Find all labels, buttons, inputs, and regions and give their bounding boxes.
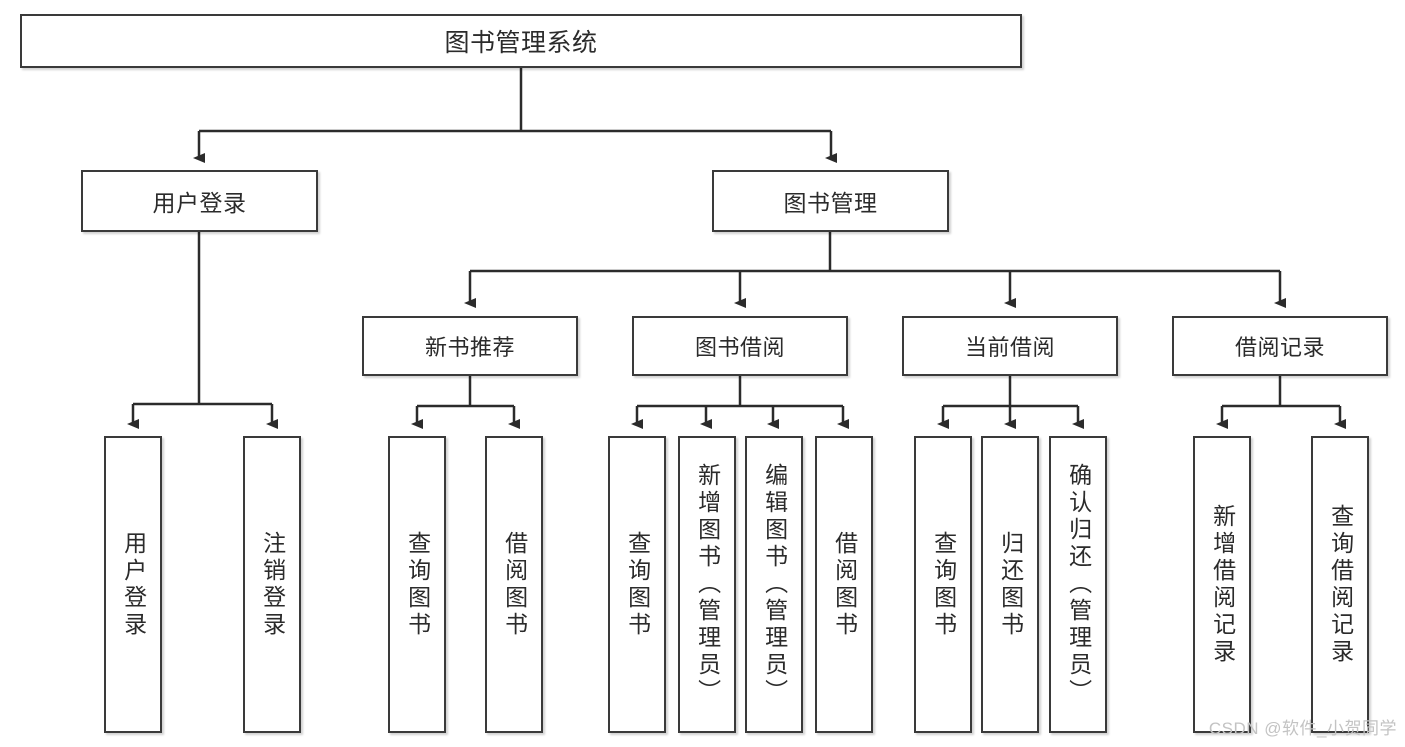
node-label: 新书推荐 bbox=[424, 335, 515, 360]
node-label: 借阅图书 bbox=[501, 530, 528, 639]
node-label: 当前借阅 bbox=[964, 335, 1055, 360]
node-label: 借阅图书 bbox=[831, 530, 858, 639]
node-label: 查询借阅记录 bbox=[1327, 503, 1354, 666]
node-label: 查询图书 bbox=[930, 530, 957, 639]
node-leaf-add-book[interactable]: 新增图书（管理员） bbox=[678, 436, 736, 733]
node-label: 新增借阅记录 bbox=[1209, 503, 1236, 666]
node-label: 确认归还（管理员） bbox=[1065, 463, 1092, 706]
node-leaf-query-book-3[interactable]: 查询图书 bbox=[914, 436, 972, 733]
node-label: 编辑图书（管理员） bbox=[761, 463, 788, 706]
node-borrow-record[interactable]: 借阅记录 bbox=[1172, 316, 1388, 376]
node-label: 用户登录 bbox=[152, 190, 247, 216]
node-leaf-borrow-book-2[interactable]: 借阅图书 bbox=[815, 436, 873, 733]
node-label: 归还图书 bbox=[997, 530, 1024, 639]
node-label: 借阅记录 bbox=[1234, 335, 1325, 360]
node-book-borrow[interactable]: 图书借阅 bbox=[632, 316, 848, 376]
node-label: 注销登录 bbox=[259, 530, 286, 639]
node-user-login[interactable]: 用户登录 bbox=[81, 170, 318, 232]
watermark-text: CSDN @软件_小贺同学 bbox=[1208, 719, 1397, 738]
node-new-book-recommend[interactable]: 新书推荐 bbox=[362, 316, 578, 376]
node-leaf-logout[interactable]: 注销登录 bbox=[243, 436, 301, 733]
node-label: 图书管理 bbox=[783, 190, 878, 216]
node-leaf-edit-book[interactable]: 编辑图书（管理员） bbox=[745, 436, 803, 733]
node-label: 查询图书 bbox=[624, 530, 651, 639]
node-current-borrow[interactable]: 当前借阅 bbox=[902, 316, 1118, 376]
node-leaf-query-record[interactable]: 查询借阅记录 bbox=[1311, 436, 1369, 733]
node-label: 用户登录 bbox=[120, 530, 147, 639]
node-leaf-return-book[interactable]: 归还图书 bbox=[981, 436, 1039, 733]
node-root-system[interactable]: 图书管理系统 bbox=[20, 14, 1022, 68]
node-label: 图书管理系统 bbox=[444, 29, 598, 57]
node-leaf-user-login[interactable]: 用户登录 bbox=[104, 436, 162, 733]
node-leaf-query-book-1[interactable]: 查询图书 bbox=[388, 436, 446, 733]
node-label: 图书借阅 bbox=[694, 335, 785, 360]
node-leaf-borrow-book-1[interactable]: 借阅图书 bbox=[485, 436, 543, 733]
node-leaf-add-record[interactable]: 新增借阅记录 bbox=[1193, 436, 1251, 733]
node-leaf-query-book-2[interactable]: 查询图书 bbox=[608, 436, 666, 733]
node-book-manage[interactable]: 图书管理 bbox=[712, 170, 949, 232]
node-label: 新增图书（管理员） bbox=[694, 463, 721, 706]
node-leaf-confirm-return[interactable]: 确认归还（管理员） bbox=[1049, 436, 1107, 733]
node-label: 查询图书 bbox=[404, 530, 431, 639]
